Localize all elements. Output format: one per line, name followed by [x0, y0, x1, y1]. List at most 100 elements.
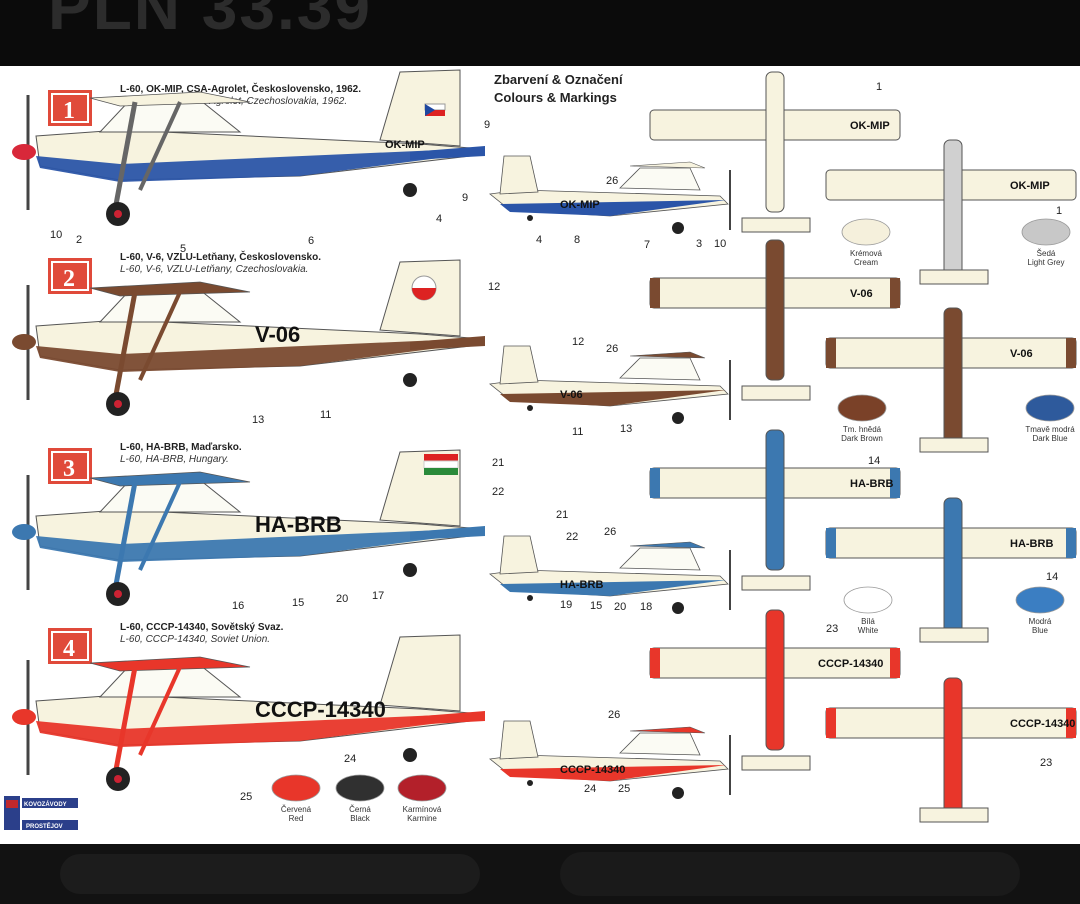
side-view-large: V-06 — [12, 259, 485, 416]
caption-cz: L-60, OK-MIP, CSA-Agrolet, Československ… — [120, 82, 361, 95]
side-view-small: HA-BRB — [489, 535, 731, 614]
registration-wing-bottom: V-06 — [1010, 348, 1033, 360]
callout-number: 26 — [604, 526, 616, 538]
registration-small: OK-MIP — [560, 199, 600, 211]
callout-number: 11 — [572, 426, 583, 438]
callout-number: 26 — [606, 175, 618, 187]
callout-number: 20 — [614, 601, 626, 613]
callout-number: 21 — [556, 509, 568, 521]
callout-number: 8 — [574, 234, 580, 246]
callout-number: 10 — [714, 238, 726, 250]
callout-number: 18 — [640, 601, 652, 613]
registration-wing-top: CCCP-14340 — [818, 658, 883, 670]
logo-text-1: KOVOZÁVODY — [24, 801, 67, 808]
callout-number: 25 — [618, 783, 630, 795]
swatch-name-en: Red — [289, 814, 304, 823]
registration-wing-bottom: HA-BRB — [1010, 538, 1053, 550]
caption-cz: L-60, CCCP-14340, Sovětský Svaz. — [120, 622, 284, 633]
callout-number: 7 — [644, 239, 650, 251]
swatch-name-en: Dark Blue — [1032, 434, 1068, 443]
variant-number: 2 — [63, 266, 75, 292]
callout-number: 3 — [696, 238, 702, 250]
swatch-name-en: Blue — [1032, 626, 1049, 635]
registration-small: HA-BRB — [560, 579, 603, 591]
swatch-name-en: Karmine — [407, 814, 437, 823]
callout-number: 13 — [252, 414, 264, 426]
registration-small: CCCP-14340 — [560, 764, 625, 776]
callout-number: 26 — [608, 709, 620, 721]
callout-number: 9 — [462, 192, 468, 204]
caption-en: L-60, CCCP-14340, Soviet Union. — [120, 634, 270, 645]
side-view-small: OK-MIP — [489, 155, 731, 234]
callout-number: 11 — [320, 409, 331, 421]
callout-number: 1 — [876, 81, 882, 93]
registration-large: CCCP-14340 — [255, 697, 386, 722]
variant-number: 1 — [63, 98, 75, 124]
registration-small: V-06 — [560, 389, 583, 401]
swatch-name-cz: Krémová — [850, 249, 883, 258]
swatch-name-cz: Tmavě modrá — [1025, 425, 1075, 434]
callout-number: 17 — [372, 590, 384, 602]
swatch-name-en: Cream — [854, 258, 878, 267]
registration-wing-top: V-06 — [850, 288, 873, 300]
variant-number: 4 — [63, 636, 75, 662]
callout-number: 15 — [590, 600, 602, 612]
logo-text-2: PROSTĚJOV — [26, 822, 63, 830]
registration-large: V-06 — [255, 322, 300, 347]
callout-number: 6 — [308, 235, 314, 247]
variant-4: 4 L-60, CCCP-14340, Sovětský Svaz.L-60, C… — [12, 609, 1077, 823]
side-view-small: CCCP-14340 — [489, 720, 731, 799]
registration-wing-bottom: OK-MIP — [1010, 180, 1050, 192]
swatch-name-cz: Šedá — [1037, 249, 1056, 258]
caption-cz: L-60, HA-BRB, Maďarsko. — [120, 442, 242, 453]
callout-number: 25 — [240, 791, 252, 803]
variant-1: 1 L-60, OK-MIP, CSA-Agrolet, Českoslovens… — [12, 69, 1077, 285]
callout-number: 5 — [180, 243, 186, 255]
callout-number: 4 — [436, 213, 442, 225]
variant-2: 2L-60, V-6, VZLU-Letňany, Československo… — [12, 239, 1077, 453]
callout-number: 1 — [1056, 205, 1062, 217]
callout-number: 20 — [336, 593, 348, 605]
callout-number: 19 — [560, 599, 572, 611]
callout-number: 23 — [826, 623, 838, 635]
side-view-large: HA-BRB — [12, 449, 485, 606]
page-title: PLN 33.39 — [48, 0, 372, 43]
callout-number: 26 — [606, 343, 618, 355]
swatch-name-cz: Černá — [349, 805, 371, 814]
registration-large: HA-BRB — [255, 512, 342, 537]
swatch-name-cz: Karmínová — [403, 805, 442, 814]
legend-title-cz: Zbarvení & Označení — [494, 72, 623, 87]
callout-number: 2 — [76, 234, 82, 246]
variant-badge — [48, 90, 92, 126]
caption-en: L-60, HA-BRB, Hungary. — [120, 454, 229, 465]
top-bar: PLN 33.39 — [0, 0, 1080, 66]
swatch-name-en: Black — [350, 814, 371, 823]
callout-number: 12 — [488, 281, 500, 293]
callout-number: 9 — [484, 119, 490, 131]
caption-en: L-60, V-6, VZLU-Letňany, Czechoslovakia. — [120, 264, 308, 275]
planform-views: HA-BRB HA-BRB — [649, 429, 1077, 643]
registration-wing-top: HA-BRB — [850, 478, 893, 490]
swatch-name-cz: Tm. hnědá — [843, 425, 882, 434]
callout-number: 21 — [492, 457, 504, 469]
callout-number: 15 — [292, 597, 304, 609]
registration-wing-bottom: CCCP-14340 — [1010, 718, 1075, 730]
legend-title-en: Colours & Markings — [494, 90, 617, 105]
side-view-small: V-06 — [489, 345, 731, 424]
planform-views: V-06V-06 — [649, 239, 1077, 453]
callout-number: 22 — [492, 486, 504, 498]
manufacturer-logo: KOVOZÁVODY PROSTĚJOV — [4, 796, 78, 830]
callout-number: 23 — [1040, 757, 1052, 769]
callout-number: 10 — [50, 229, 62, 241]
